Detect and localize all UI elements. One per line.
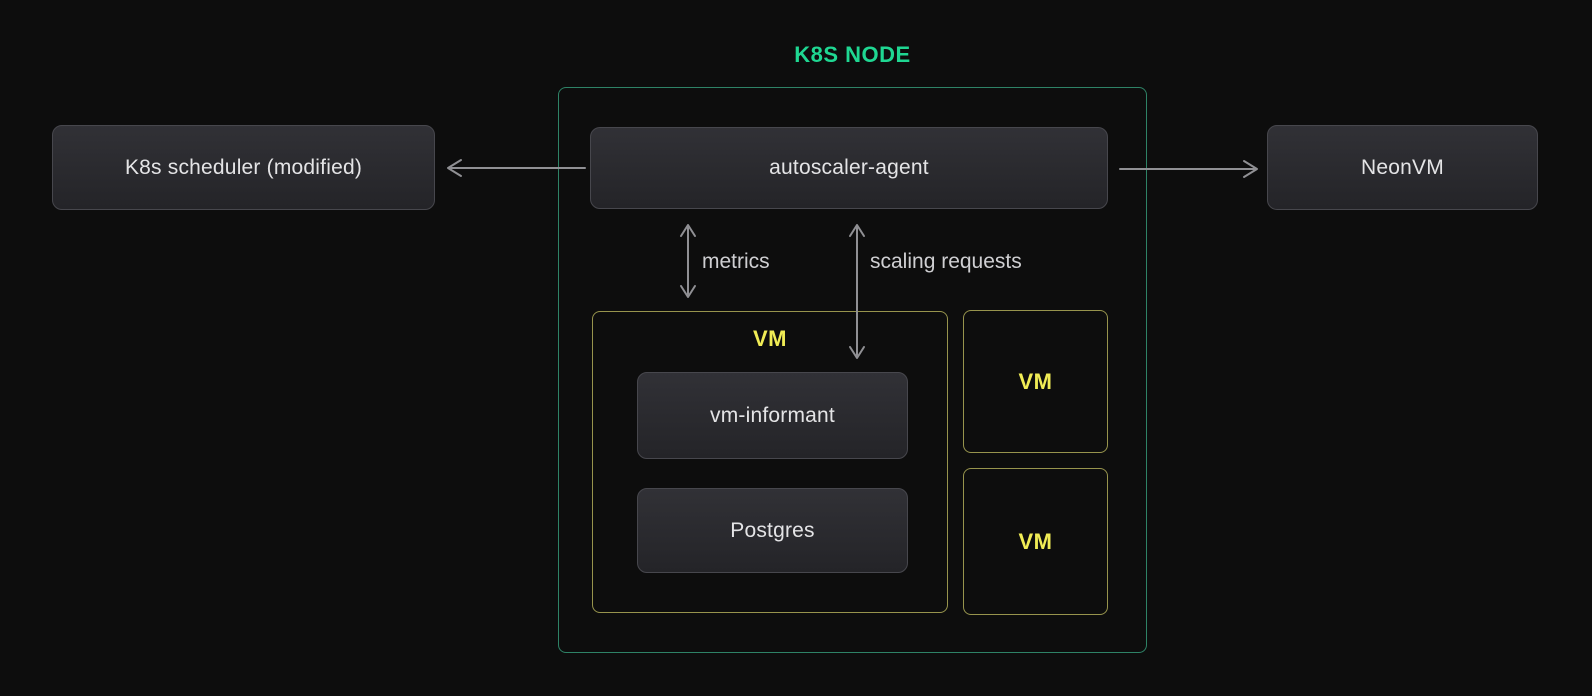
node-vm-informant-label: vm-informant <box>710 403 835 427</box>
scaling-requests-edge-label: scaling requests <box>870 250 1022 273</box>
node-neonvm-label: NeonVM <box>1361 155 1444 179</box>
k8s-node-container <box>558 87 1147 653</box>
node-postgres: Postgres <box>637 488 908 573</box>
vm-box-top: VM <box>963 310 1108 453</box>
node-postgres-label: Postgres <box>730 518 815 542</box>
node-autoscaler-agent: autoscaler-agent <box>590 127 1108 209</box>
node-vm-informant: vm-informant <box>637 372 908 459</box>
vm-container-label: VM <box>753 326 787 351</box>
node-k8s-scheduler: K8s scheduler (modified) <box>52 125 435 210</box>
vm-box-top-label: VM <box>1018 368 1053 394</box>
k8s-node-title: K8S NODE <box>794 42 911 67</box>
vm-box-bottom-label: VM <box>1018 528 1053 554</box>
node-autoscaler-agent-label: autoscaler-agent <box>769 156 929 179</box>
metrics-edge-label: metrics <box>702 250 770 273</box>
vm-container: VM <box>592 311 948 613</box>
node-k8s-scheduler-label: K8s scheduler (modified) <box>124 155 363 179</box>
node-neonvm: NeonVM <box>1267 125 1538 210</box>
vm-box-bottom: VM <box>963 468 1108 615</box>
